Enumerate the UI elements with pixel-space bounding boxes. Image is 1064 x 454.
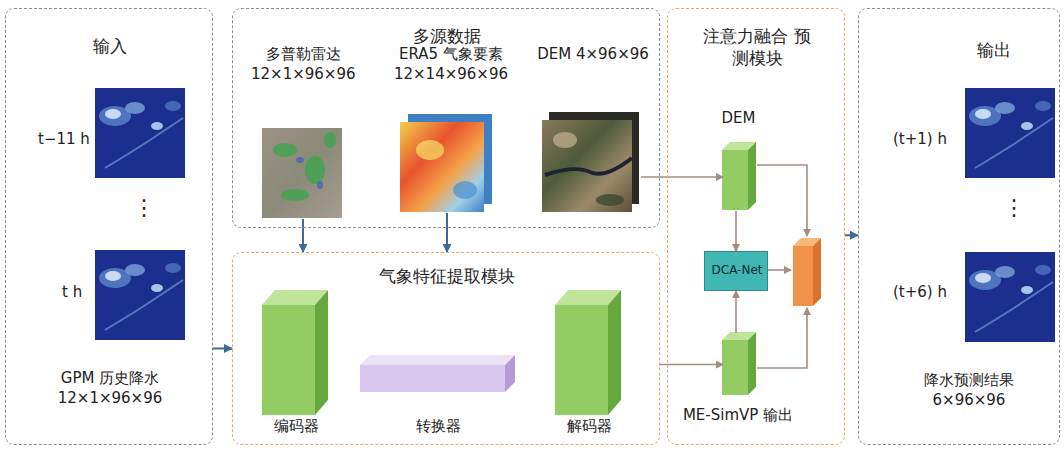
node-title: 多普勒雷达 12×1×96×96 — [251, 45, 355, 84]
node-title: 编码器 — [256, 417, 336, 437]
node-title: DCA-Net — [705, 263, 769, 279]
node-title: 注意力融合 预测模块 — [702, 25, 812, 69]
axis-label: ⋮ — [133, 195, 155, 220]
axis-label: t h — [62, 283, 82, 301]
node-title: ME-SimVP 输出 — [663, 406, 813, 426]
arrow-connector — [641, 176, 723, 178]
shape-anchor — [543, 113, 641, 213]
data-panel: 多源数据多普勒雷达 12×1×96×96 ERA5 气象要素 12×14×96×9… — [232, 8, 660, 228]
node-title: 转换器 — [353, 417, 523, 437]
axis-label: (t+1) h — [893, 130, 947, 148]
arrow-connector — [735, 211, 737, 251]
radar-item: 多普勒雷达 12×1×96×96 — [251, 41, 355, 223]
simvp-output-cube: ME-SimVP 输出 — [716, 331, 761, 401]
axis-label: (t+6) h — [893, 283, 947, 301]
dca-net-box: DCA-Net — [704, 251, 768, 291]
arrow-connector — [845, 234, 858, 236]
shape-anchor — [723, 333, 757, 396]
node-caption: GPM 历史降水 12×1×96×96 — [32, 369, 188, 408]
shape-anchor — [263, 291, 329, 416]
shape-anchor — [723, 143, 757, 211]
arrow-connector — [735, 291, 737, 333]
shape-anchor — [263, 129, 343, 219]
transformer-block: 转换器 — [353, 341, 523, 441]
shape-anchor — [556, 291, 622, 416]
era5-item: ERA5 气象要素 12×14×96×96 — [384, 41, 518, 223]
attention-module: 注意力融合 预测模块 DEM DCA-NetME-SimVP 输出 — [667, 8, 845, 445]
node-title: 气象特征提取模块 — [233, 265, 661, 287]
arrow-connector — [446, 213, 448, 252]
shape-anchor — [361, 356, 516, 393]
encoder-block: 编码器 — [256, 279, 336, 441]
node-title: ERA5 气象要素 12×14×96×96 — [384, 45, 518, 84]
node-title: DEM 4×96×96 — [529, 45, 657, 65]
node-title: DEM — [701, 109, 776, 129]
input-panel: 输入 GPM 历史降水 12×1×96×96 — [5, 8, 213, 445]
arrow-connector — [302, 219, 304, 252]
node-title: 解码器 — [549, 417, 629, 437]
axis-label: ⋮ — [1003, 195, 1025, 220]
decoder-block: 解码器 — [549, 279, 629, 441]
output-panel: 输出降水预测结果 6×96×96 — [858, 8, 1060, 445]
dem-feature-cube: DEM — [716, 109, 761, 213]
dem-item: DEM 4×96×96 — [529, 41, 657, 223]
node-title: 多源数据 — [233, 25, 661, 47]
shape-anchor — [401, 115, 493, 213]
node-caption: 降水预测结果 6×96×96 — [899, 371, 1039, 410]
arrow-connector — [660, 364, 723, 366]
feature-module: 气象特征提取模块编码器转换器 解码器 — [232, 252, 660, 445]
node-title: 输出 — [959, 39, 1029, 61]
node-title: 输入 — [6, 35, 214, 57]
arrow-connector — [213, 348, 232, 350]
axis-label: t−11 h — [38, 130, 90, 148]
